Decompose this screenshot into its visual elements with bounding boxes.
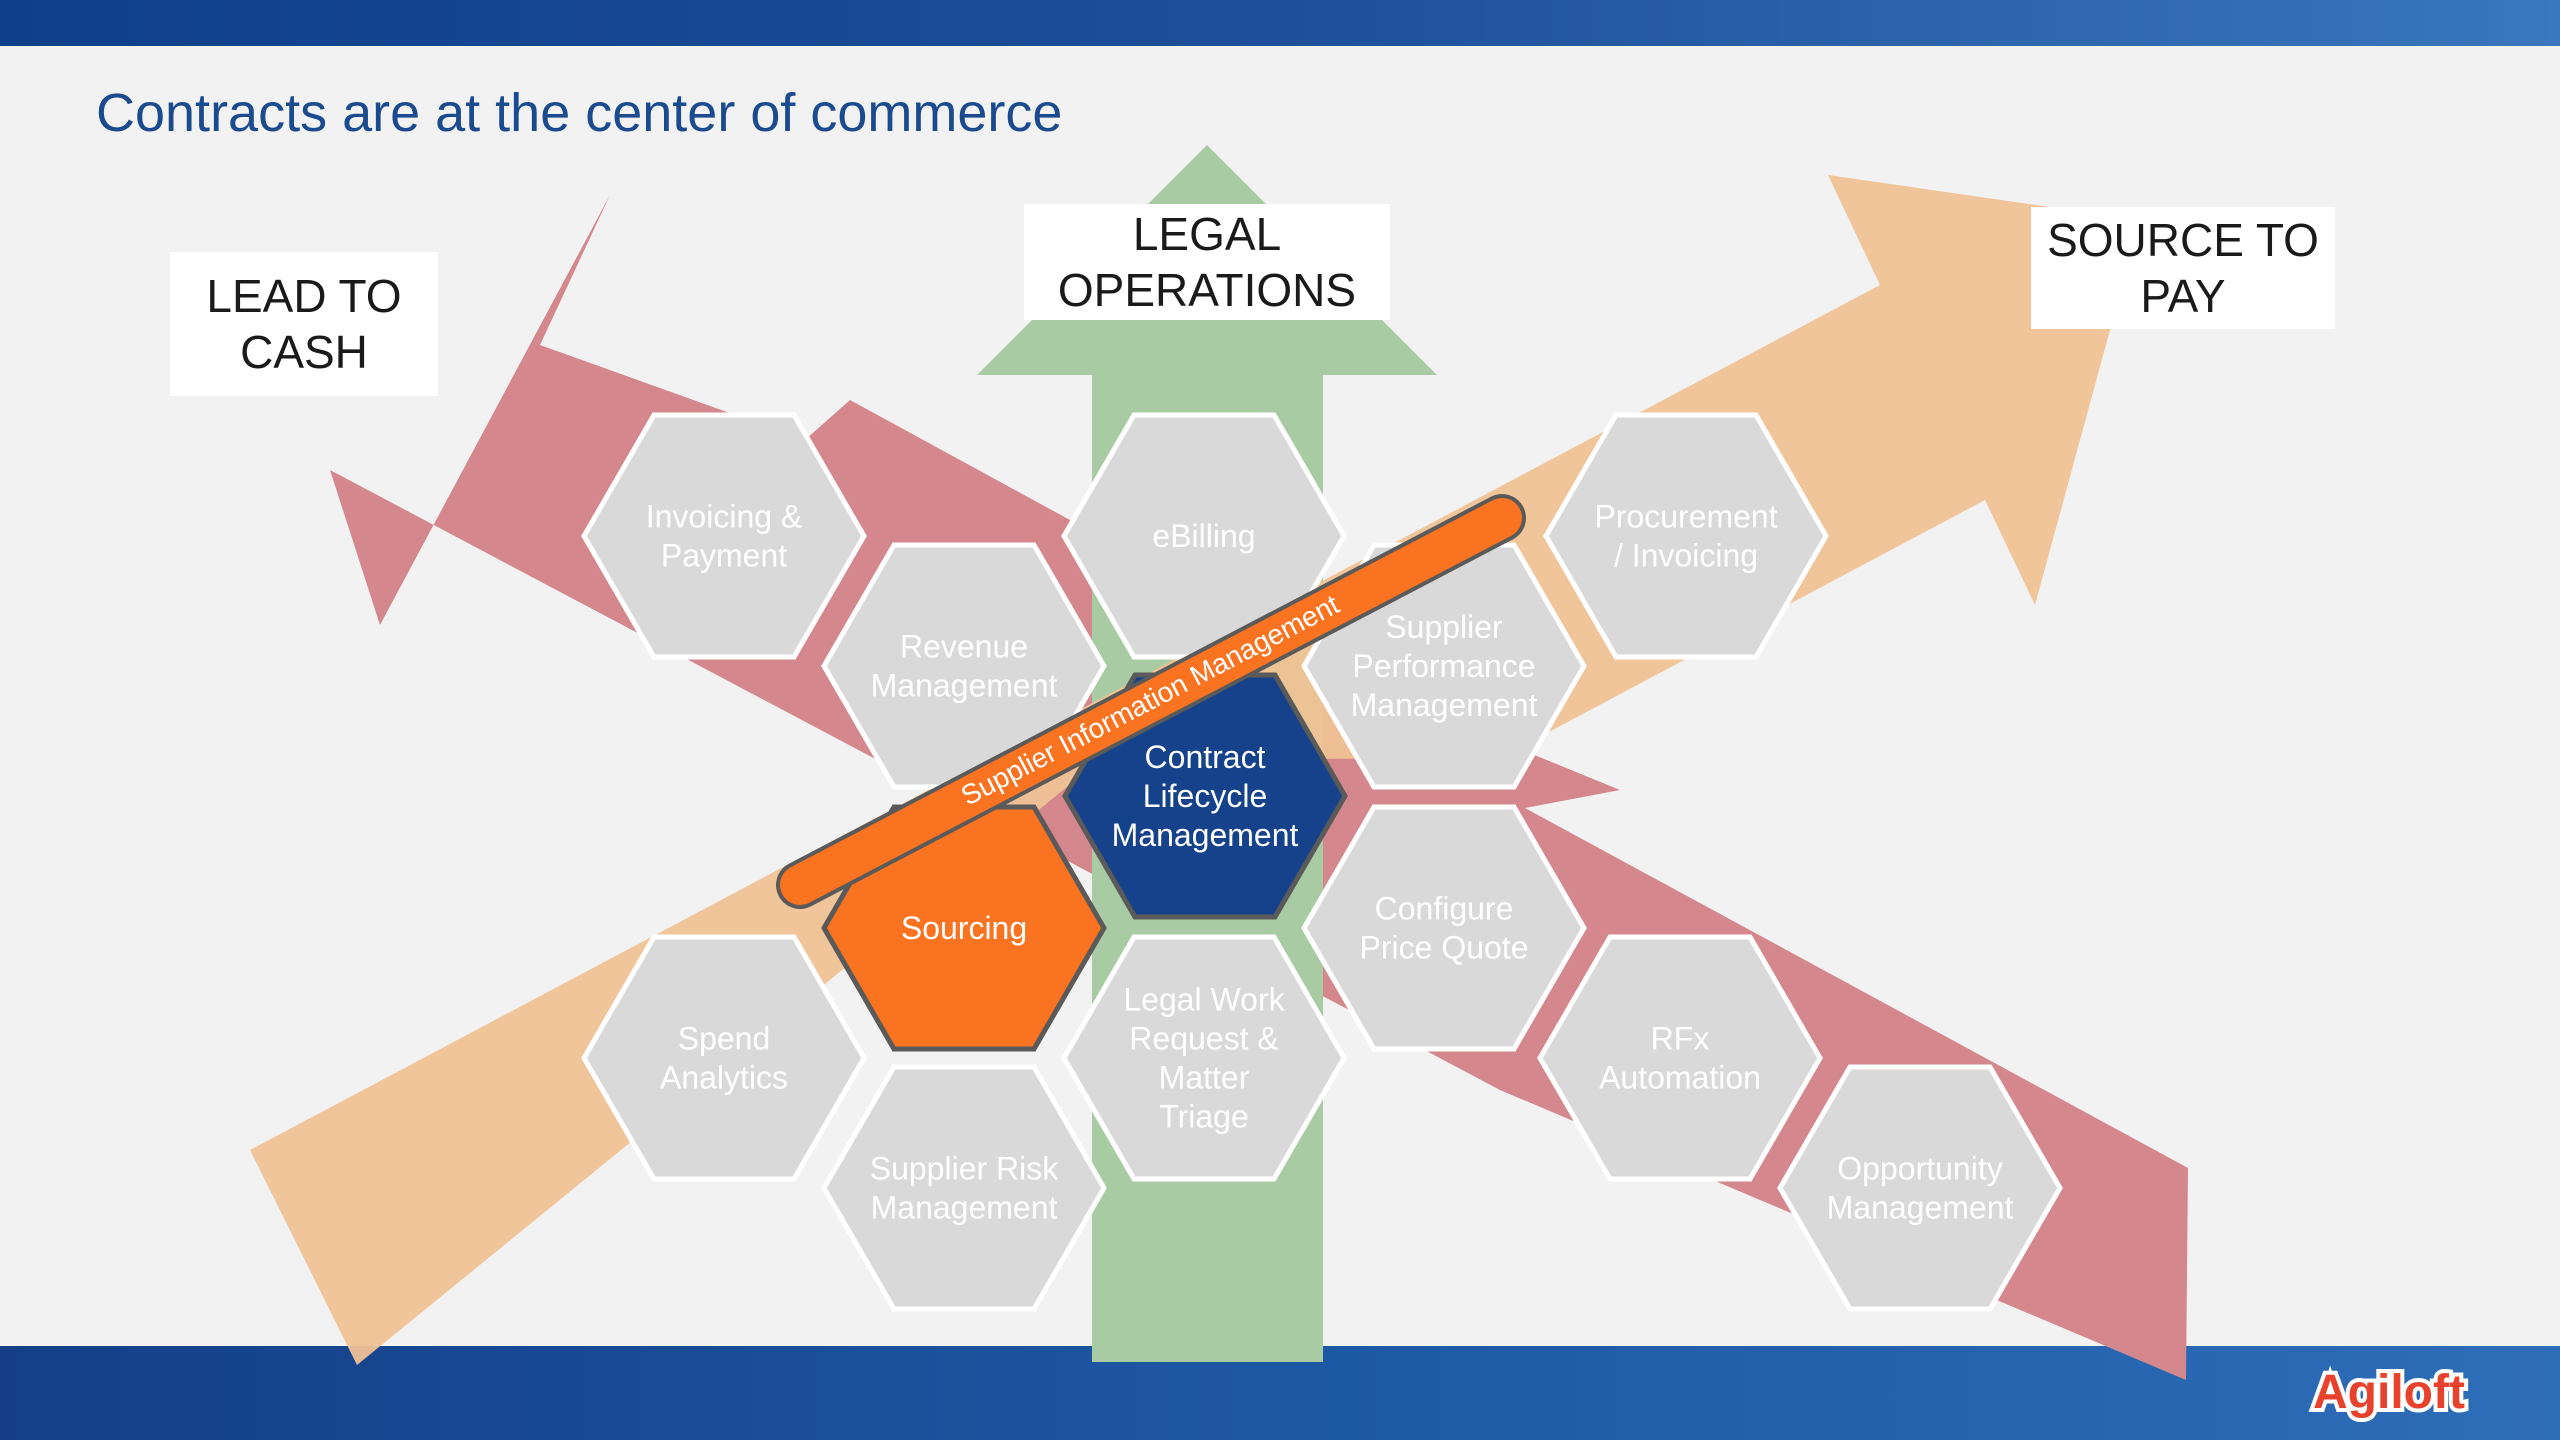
hex-label: Management bbox=[871, 668, 1058, 704]
hex-label: Legal Work bbox=[1123, 982, 1285, 1018]
hex-label: Contract bbox=[1145, 739, 1266, 775]
hex-label: Sourcing bbox=[901, 910, 1027, 946]
hex-label: Supplier Risk bbox=[870, 1151, 1060, 1187]
source-to-pay-line-1: SOURCE TO bbox=[2047, 214, 2319, 266]
hex-label: Analytics bbox=[660, 1060, 788, 1096]
logo-text: Agiloft bbox=[2313, 1366, 2465, 1419]
top-banner bbox=[0, 0, 2560, 46]
agiloft-logo: Agiloft bbox=[2309, 1362, 2469, 1423]
hex-shape bbox=[1061, 412, 1347, 660]
slide-title: Contracts are at the center of commerce bbox=[96, 83, 1063, 143]
hex-label: Configure bbox=[1375, 891, 1514, 927]
hex-label: Lifecycle bbox=[1143, 778, 1268, 814]
legal-operations-label: LEGAL OPERATIONS bbox=[1024, 204, 1390, 320]
hex-shape bbox=[821, 542, 1107, 790]
hex-label: Performance bbox=[1352, 648, 1535, 684]
hex-sourcing: Sourcing bbox=[821, 804, 1107, 1052]
hex-label: Management bbox=[1351, 687, 1538, 723]
hex-shape bbox=[1301, 804, 1587, 1052]
hex-label: eBilling bbox=[1152, 518, 1255, 554]
hex-label: Invoicing & bbox=[646, 499, 803, 535]
hex-label: Management bbox=[1827, 1190, 2014, 1226]
hex-shape bbox=[581, 934, 867, 1182]
hex-label: Management bbox=[871, 1190, 1058, 1226]
hex-label: RFx bbox=[1651, 1021, 1710, 1057]
hex-shape bbox=[581, 412, 867, 660]
hex-shape bbox=[821, 1064, 1107, 1312]
lead-to-cash-label: LEAD TO CASH bbox=[170, 252, 438, 396]
hex-label: Price Quote bbox=[1360, 930, 1529, 966]
hex-shape bbox=[1061, 934, 1347, 1182]
source-to-pay-label: SOURCE TO PAY bbox=[2031, 207, 2335, 329]
hex-label: Triage bbox=[1159, 1099, 1249, 1135]
hex-label: Payment bbox=[661, 538, 787, 574]
hex-label: Spend bbox=[678, 1021, 771, 1057]
lead-to-cash-line-1: LEAD TO bbox=[206, 270, 402, 322]
hex-shape bbox=[1537, 934, 1823, 1182]
hex-shape bbox=[1543, 412, 1829, 660]
hex-label: Supplier bbox=[1385, 609, 1503, 645]
hexagon-grid: Invoicing &Payment eBilling Procurement/ I… bbox=[581, 412, 2063, 1312]
hex-ebilling: eBilling bbox=[1061, 412, 1347, 660]
hex-label: / Invoicing bbox=[1614, 538, 1758, 574]
hex-label: Procurement bbox=[1594, 499, 1777, 535]
legal-operations-line-2: OPERATIONS bbox=[1057, 264, 1357, 316]
hex-label: Automation bbox=[1599, 1060, 1761, 1096]
hex-procurement-invoicing: Procurement/ Invoicing bbox=[1543, 412, 1829, 660]
hex-label: Revenue bbox=[900, 629, 1028, 665]
legal-operations-line-1: LEGAL bbox=[1132, 208, 1282, 260]
hex-invoicing-payment: Invoicing &Payment bbox=[581, 412, 867, 660]
source-to-pay-line-2: PAY bbox=[2140, 270, 2226, 322]
hex-label: Management bbox=[1112, 817, 1299, 853]
hex-label: Opportunity bbox=[1837, 1151, 2002, 1187]
hex-label: Matter bbox=[1159, 1060, 1250, 1096]
hex-shape bbox=[821, 804, 1107, 1052]
hex-shape bbox=[1777, 1064, 2063, 1312]
hex-label: Request & bbox=[1129, 1021, 1278, 1057]
lead-to-cash-line-2: CASH bbox=[240, 326, 368, 378]
